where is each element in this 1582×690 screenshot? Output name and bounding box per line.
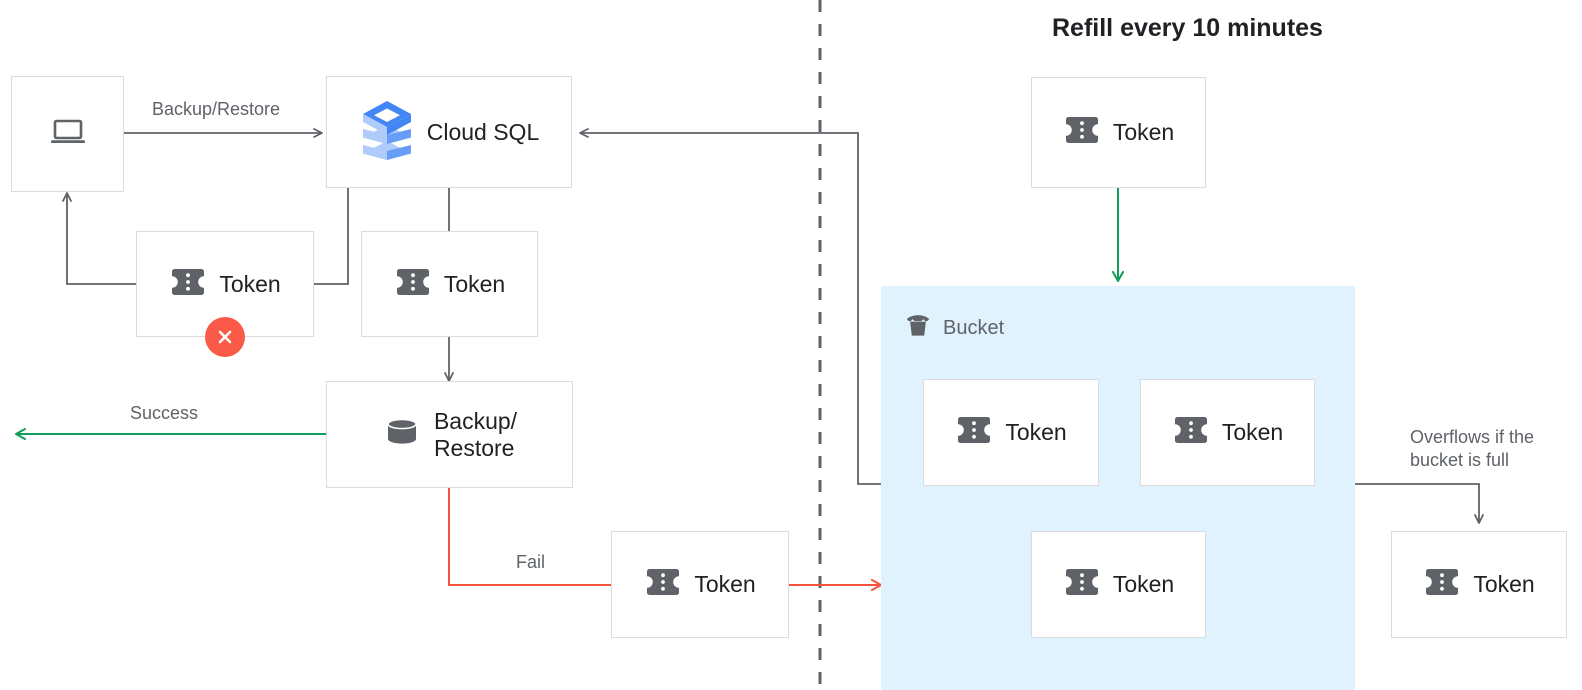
node-client[interactable] bbox=[11, 76, 124, 192]
node-token-refill[interactable]: Token bbox=[1031, 77, 1206, 188]
bucket-label: Bucket bbox=[943, 317, 1005, 339]
token-icon bbox=[1063, 115, 1101, 150]
node-token-consumed[interactable]: Token bbox=[361, 231, 538, 337]
token-icon bbox=[394, 267, 432, 302]
node-token-bucket-2[interactable]: Token bbox=[1140, 379, 1315, 486]
cloud-sql-icon bbox=[359, 99, 415, 166]
node-token-bucket-2-label: Token bbox=[1221, 419, 1284, 446]
node-backup-restore-label: Backup/ Restore bbox=[433, 407, 518, 461]
close-icon bbox=[218, 330, 232, 344]
edge-label-backup-restore: Backup/Restore bbox=[152, 99, 281, 119]
page-title: Refill every 10 minutes bbox=[1052, 14, 1323, 42]
node-token-overflow-label: Token bbox=[1473, 571, 1535, 598]
database-icon bbox=[382, 415, 422, 454]
node-token-fail-path[interactable]: Token bbox=[611, 531, 789, 638]
edge-label-overflow: Overflows if the bucket is full bbox=[1410, 427, 1535, 470]
edge-failed-token-to-client bbox=[62, 192, 136, 285]
node-cloud-sql[interactable]: Cloud SQL bbox=[326, 76, 572, 188]
token-icon bbox=[1063, 567, 1101, 602]
token-icon bbox=[169, 267, 207, 302]
node-token-refill-label: Token bbox=[1112, 119, 1175, 146]
node-token-bucket-1[interactable]: Token bbox=[923, 379, 1099, 486]
error-x-badge bbox=[205, 317, 245, 357]
node-token-fail-path-label: Token bbox=[694, 571, 756, 598]
bucket-icon bbox=[903, 311, 933, 346]
edge-label-fail: Fail bbox=[516, 552, 546, 572]
token-icon bbox=[1423, 567, 1461, 602]
token-icon bbox=[955, 415, 993, 450]
token-icon bbox=[1172, 415, 1210, 450]
node-token-failed-label: Token bbox=[219, 270, 281, 297]
node-token-bucket-3-label: Token bbox=[1112, 571, 1175, 598]
node-token-bucket-3[interactable]: Token bbox=[1031, 531, 1206, 638]
edge-bucket-to-cloudsql bbox=[579, 128, 881, 485]
laptop-icon bbox=[49, 117, 87, 152]
node-cloud-sql-label: Cloud SQL bbox=[426, 118, 540, 145]
bucket-header: Bucket bbox=[903, 311, 1004, 346]
edge-bucket-overflow bbox=[1355, 483, 1484, 524]
edge-cloudsql-to-failed-token bbox=[314, 187, 349, 285]
edge-label-success: Success bbox=[130, 403, 199, 423]
node-token-overflow[interactable]: Token bbox=[1391, 531, 1567, 638]
node-token-consumed-label: Token bbox=[443, 270, 506, 297]
token-icon bbox=[644, 567, 682, 602]
node-backup-restore[interactable]: Backup/ Restore bbox=[326, 381, 573, 488]
node-token-bucket-1-label: Token bbox=[1005, 419, 1067, 446]
